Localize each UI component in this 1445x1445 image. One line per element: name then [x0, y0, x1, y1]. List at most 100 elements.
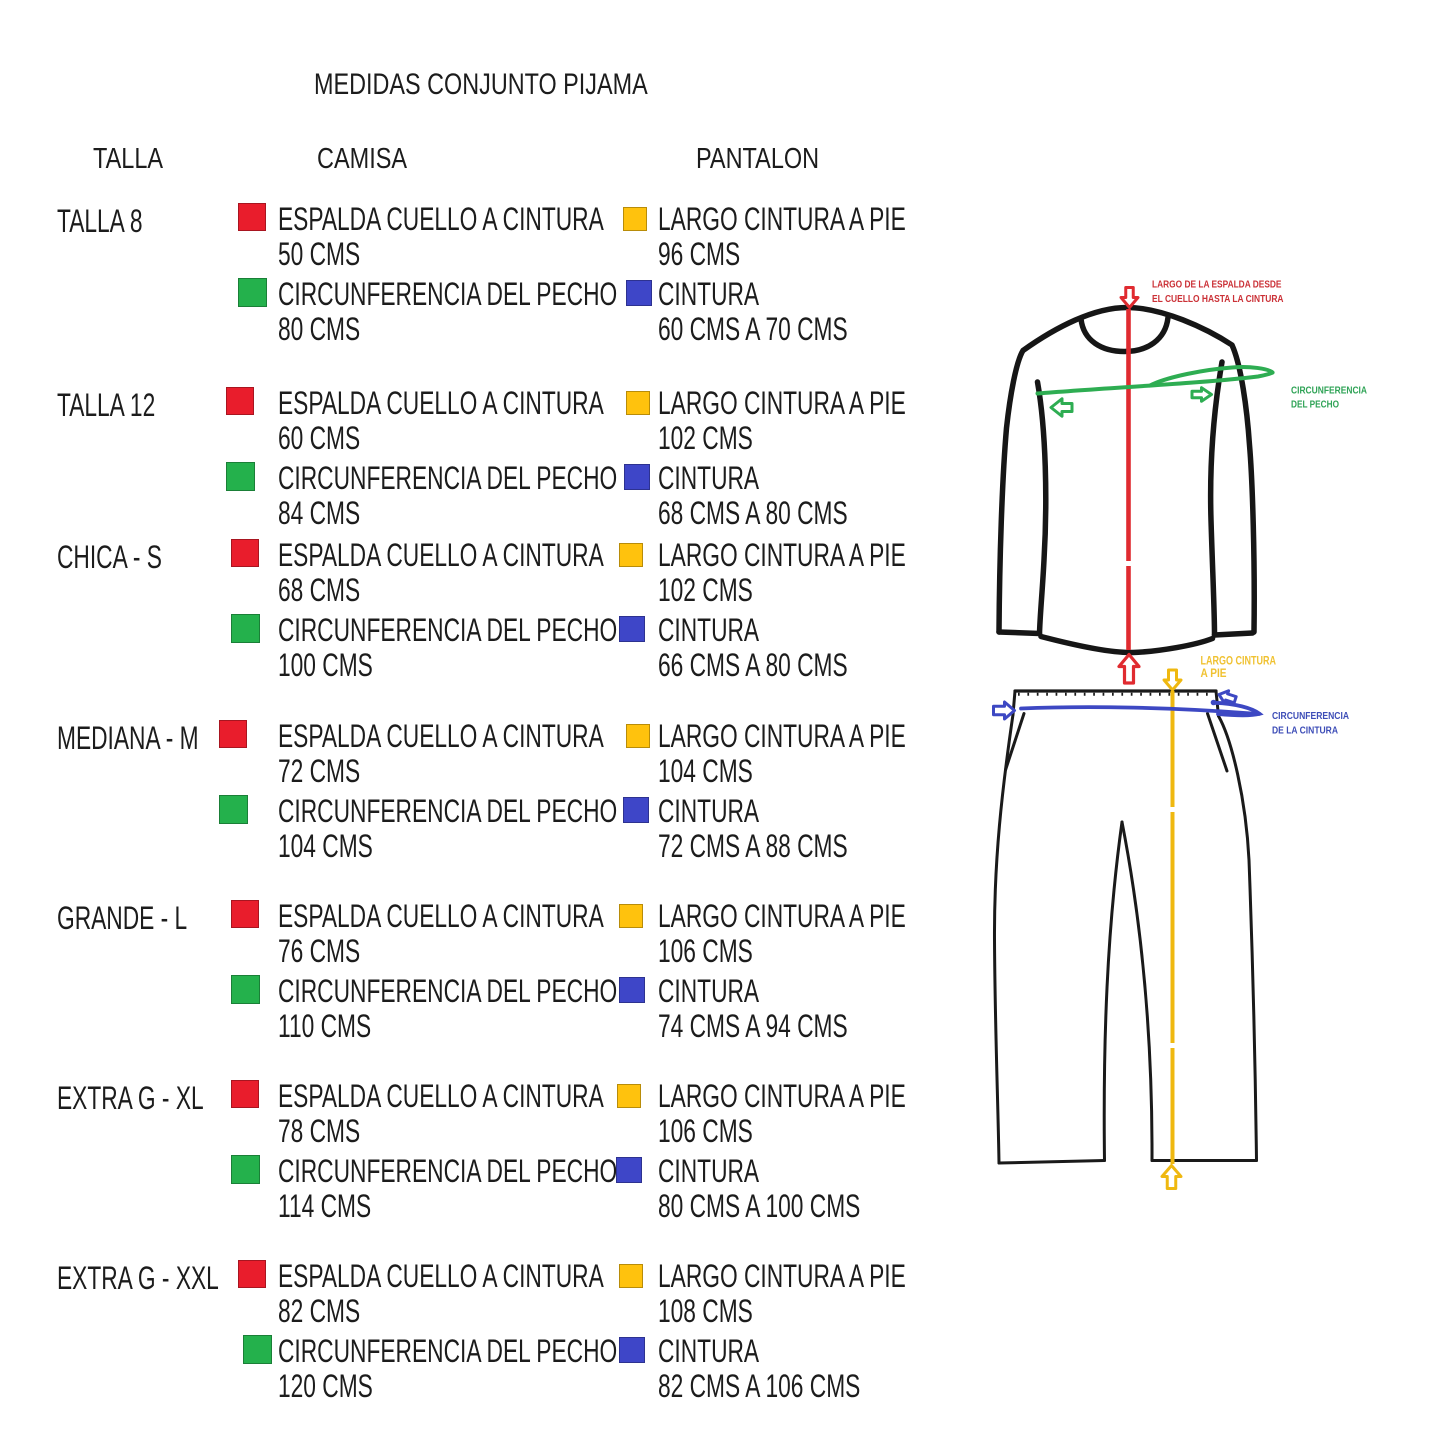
measurement-value: 84 CMS [277, 494, 360, 531]
measurement-label: LARGO CINTURA A PIE [657, 897, 906, 934]
measurement-label: CIRCUNFERENCIA DEL PECHO [277, 1332, 617, 1369]
waist-ellipse-main [1019, 705, 1262, 716]
measurement-value: 96 CMS [657, 235, 740, 272]
shirt-right-sleeve-seam [1207, 359, 1225, 638]
measurement-label: CINTURA [657, 792, 759, 829]
measurement-label: CIRCUNFERENCIA DEL PECHO [277, 972, 617, 1009]
size-label: MEDIANA - M [56, 719, 199, 756]
measurement-value: 82 CMS A 106 CMS [657, 1367, 860, 1404]
pant-length-label-line1: LARGO CINTURA [1201, 656, 1277, 668]
column-header-pantalon: PANTALON [695, 143, 819, 176]
pant-length-label-line2: A PIE [1201, 668, 1227, 680]
size-label: TALLA 12 [56, 386, 155, 423]
measurement-value: 76 CMS [277, 932, 360, 969]
measurement-label: CINTURA [657, 275, 759, 312]
down-arrow-icon-red [1119, 286, 1140, 309]
measurement-label: ESPALDA CUELLO A CINTURA [277, 384, 604, 421]
measurement-label: ESPALDA CUELLO A CINTURA [277, 897, 604, 934]
measurement-label: LARGO CINTURA A PIE [657, 536, 906, 573]
chest-annotation: CIRCUNFERENCIA DEL PECHO [1035, 365, 1368, 418]
measurement-value: 50 CMS [277, 235, 360, 272]
legend-swatch-green [243, 1335, 272, 1364]
measurement-label: LARGO CINTURA A PIE [657, 717, 906, 754]
legend-swatch-red [231, 900, 259, 928]
legend-swatch-green [231, 975, 260, 1004]
legend-swatch-green [238, 278, 267, 307]
measurement-value: 68 CMS A 80 CMS [657, 494, 848, 531]
measurement-value: 78 CMS [277, 1112, 360, 1149]
pant-length-annotation: LARGO CINTURA A PIE [1160, 656, 1277, 1190]
right-arrow-icon-blue [992, 700, 1016, 721]
back-length-label-line2: EL CUELLO HASTA LA CINTURA [1152, 294, 1284, 305]
measurement-value: 100 CMS [277, 646, 373, 683]
size-label: EXTRA G - XL [56, 1079, 204, 1116]
shirt-neck-opening [1078, 314, 1171, 355]
legend-swatch-green [219, 795, 248, 824]
measurement-value: 108 CMS [657, 1292, 753, 1329]
measurement-value: 120 CMS [277, 1367, 373, 1404]
chest-ellipse-lower [1035, 370, 1275, 396]
legend-swatch-yellow [619, 1264, 643, 1288]
measurement-label: LARGO CINTURA A PIE [657, 200, 906, 237]
legend-swatch-yellow [619, 904, 643, 928]
size-label: EXTRA G - XXL [56, 1259, 219, 1296]
chest-ellipse-upper [1148, 365, 1275, 388]
pants-right-outer-seam [1217, 714, 1258, 1162]
measurement-label: LARGO CINTURA A PIE [657, 384, 906, 421]
shirt-drawing [996, 304, 1257, 656]
legend-swatch-blue [619, 977, 645, 1003]
pants-left-inner-seam [1102, 820, 1124, 1162]
measurement-value: 82 CMS [277, 1292, 360, 1329]
legend-swatch-red [238, 1260, 266, 1288]
measurement-value: 60 CMS A 70 CMS [657, 310, 848, 347]
measurement-label: CINTURA [657, 1332, 759, 1369]
right-arrow-icon-green [1190, 386, 1213, 403]
measurement-label: CIRCUNFERENCIA DEL PECHO [277, 459, 617, 496]
measurement-label: CINTURA [657, 972, 759, 1009]
left-arrow-icon-green [1049, 397, 1074, 418]
measurement-label: CINTURA [657, 611, 759, 648]
legend-swatch-red [226, 387, 254, 415]
measurement-label: CIRCUNFERENCIA DEL PECHO [277, 792, 617, 829]
measurement-label: ESPALDA CUELLO A CINTURA [277, 1077, 604, 1114]
legend-swatch-green [231, 614, 260, 643]
shirt-left-cuff [996, 629, 1043, 637]
column-header-talla: TALLA [93, 143, 164, 176]
page-title: MEDIDAS CONJUNTO PIJAMA [313, 68, 648, 102]
up-arrow-icon-red [1117, 652, 1141, 685]
legend-swatch-green [231, 1155, 260, 1184]
pants-left-hem [997, 1159, 1106, 1165]
pants-drawing [992, 689, 1258, 1165]
size-label: GRANDE - L [56, 899, 187, 936]
measurement-value: 114 CMS [277, 1187, 371, 1224]
shirt-left-sleeve-seam [1034, 379, 1049, 637]
pants-waistband-right-edge [1214, 689, 1220, 718]
measurement-label: ESPALDA CUELLO A CINTURA [277, 200, 604, 237]
legend-swatch-blue [623, 797, 649, 823]
left-arrow-icon-blue [1217, 689, 1238, 705]
shirt-hem [1038, 633, 1216, 656]
measurement-label: LARGO CINTURA A PIE [657, 1077, 906, 1114]
legend-swatch-red [231, 539, 259, 567]
pants-right-pocket [1206, 712, 1229, 773]
measurement-value: 102 CMS [657, 571, 753, 608]
measurement-value: 106 CMS [657, 1112, 753, 1149]
shirt-outline [996, 304, 1257, 635]
legend-swatch-yellow [626, 724, 650, 748]
measurement-value: 104 CMS [277, 827, 373, 864]
legend-swatch-blue [616, 1157, 642, 1183]
measurement-label: ESPALDA CUELLO A CINTURA [277, 717, 604, 754]
legend-swatch-blue [626, 280, 652, 306]
legend-swatch-red [219, 720, 247, 748]
legend-swatch-yellow [617, 1084, 641, 1108]
waist-label-line1: CIRCUNFERENCIA [1272, 711, 1350, 722]
legend-swatch-red [238, 203, 266, 231]
pants-left-outer-seam [992, 713, 1015, 1165]
measurement-label: LARGO CINTURA A PIE [657, 1257, 906, 1294]
column-header-camisa: CAMISA [317, 143, 408, 176]
down-arrow-icon-yellow [1162, 668, 1183, 692]
measurement-label: CINTURA [657, 459, 759, 496]
legend-swatch-blue [624, 464, 650, 490]
legend-swatch-red [231, 1080, 259, 1108]
legend-swatch-yellow [626, 391, 650, 415]
